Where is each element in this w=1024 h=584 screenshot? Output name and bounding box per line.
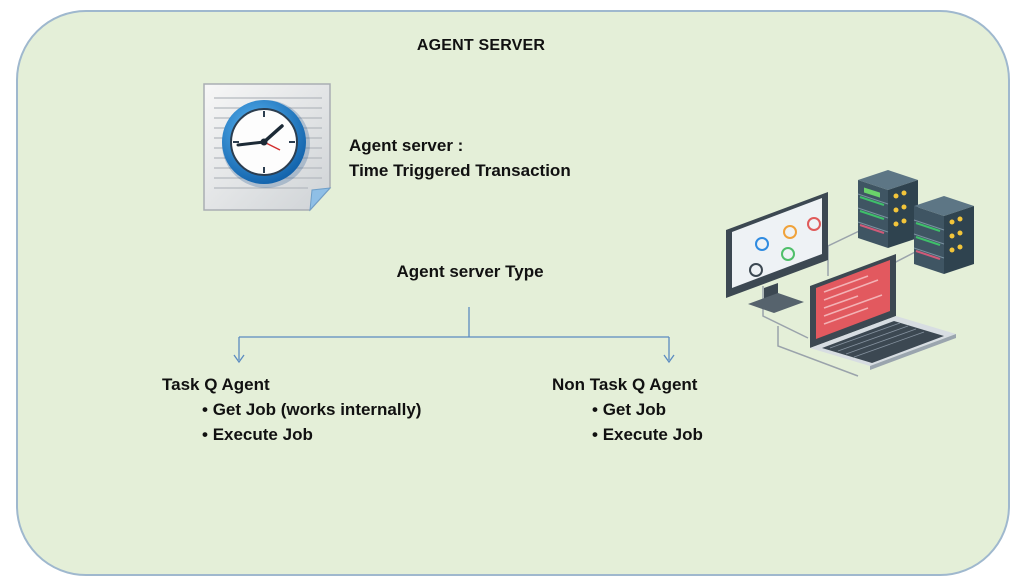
list-item: Execute Job (202, 422, 421, 447)
clock-document-icon (203, 83, 332, 212)
clock-description: Agent server : Time Triggered Transactio… (349, 133, 571, 183)
server-rack-icon (857, 170, 918, 248)
agent-server-type-label: Agent server Type (396, 262, 544, 281)
description-line-1: Agent server : (349, 136, 464, 155)
list-item: Get Job (works internally) (202, 397, 422, 422)
task-q-agent-list: Get Job (works internally) Execute Job (202, 397, 422, 447)
server-rack-icon (913, 196, 974, 274)
server-computer-illustration (726, 170, 974, 377)
monitor-icon (726, 192, 828, 313)
laptop-icon (810, 254, 956, 370)
task-q-agent-title: Task Q Agent (162, 375, 270, 394)
list-item: Get Job (592, 397, 703, 422)
diagram-title: AGENT SERVER (416, 37, 546, 54)
non-task-q-agent-title: Non Task Q Agent (552, 375, 698, 394)
description-line-2: Time Triggered Transaction (349, 161, 571, 180)
list-item: Execute Job (592, 422, 703, 447)
non-task-q-agent-list: Get Job Execute Job (592, 397, 703, 447)
